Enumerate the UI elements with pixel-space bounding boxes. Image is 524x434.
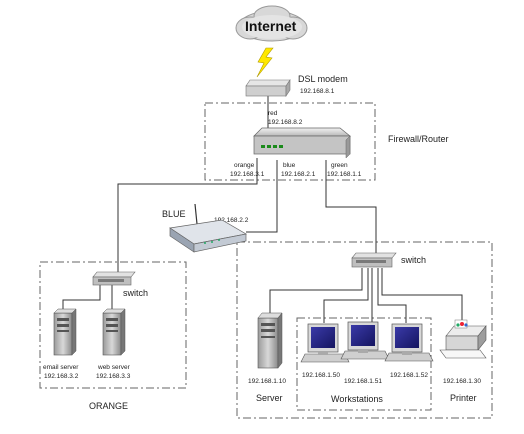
web-server-tower-icon [102, 308, 126, 356]
email-server-ip: 192.168.3.2 [44, 373, 79, 380]
workstations-label: Workstations [331, 394, 383, 404]
green-zone [236, 241, 493, 419]
orange-zone [39, 261, 187, 389]
printer-icon [439, 319, 487, 359]
ws-link-3 [377, 268, 407, 323]
red-port-label: red [268, 110, 278, 117]
orange-port-label: orange [234, 162, 255, 169]
web-server-label: web server [97, 364, 131, 371]
email-server-tower-icon [53, 308, 77, 356]
firewall-zone [204, 102, 376, 181]
printer-link [381, 268, 463, 323]
orange-zone-label: ORANGE [89, 401, 128, 411]
workstations-zone [296, 317, 432, 411]
server-ip: 192.168.1.10 [248, 378, 286, 385]
workstation-1-ip: 192.168.1.50 [302, 372, 340, 379]
dsl-modem-label: DSL modem [298, 74, 348, 84]
orange-switch-label: switch [123, 288, 148, 298]
workstation-3-ip: 192.168.1.52 [390, 372, 428, 379]
red-port-ip: 192.168.8.2 [268, 119, 303, 126]
orange-switch-icon [92, 271, 136, 286]
green-port-ip: 192.168.1.1 [327, 171, 362, 178]
green-server-link [269, 268, 363, 313]
access-point-ip: 192.168.2.2 [214, 217, 249, 224]
workstation-2-ip: 192.168.1.51 [344, 378, 382, 385]
dsl-modem-ip: 192.168.8.1 [300, 88, 335, 95]
blue-zone-label: BLUE [162, 209, 186, 219]
blue-port-label: blue [283, 162, 296, 169]
connections [62, 96, 463, 323]
orange-port-ip: 192.168.3.1 [230, 171, 265, 178]
workstation-1-icon [300, 323, 350, 363]
green-port-label: green [331, 162, 348, 169]
firewall-router-label: Firewall/Router [388, 134, 449, 144]
printer-label: Printer [450, 393, 477, 403]
green-switch-icon [351, 252, 397, 268]
blue-port-ip: 192.168.2.1 [281, 171, 316, 178]
internet-label: Internet [245, 18, 297, 34]
web-server-ip: 192.168.3.3 [96, 373, 131, 380]
internet-cloud-icon [235, 5, 308, 42]
lightning-icon [256, 47, 274, 78]
server-tower-icon [257, 312, 283, 369]
ws-link-1 [323, 268, 369, 323]
printer-ip: 192.168.1.30 [443, 378, 481, 385]
blue-link [246, 160, 278, 233]
server-label: Server [256, 393, 283, 403]
workstation-2-icon [340, 321, 390, 360]
wireless-access-point-icon [169, 203, 247, 253]
firewall-router-icon [253, 127, 351, 159]
orange-link [117, 158, 258, 272]
orange-server-links [62, 285, 113, 313]
green-switch-label: switch [401, 255, 426, 265]
green-link [325, 160, 377, 253]
email-server-label: email server [43, 364, 79, 371]
workstation-3-icon [384, 323, 434, 362]
dsl-modem-icon [245, 79, 291, 97]
